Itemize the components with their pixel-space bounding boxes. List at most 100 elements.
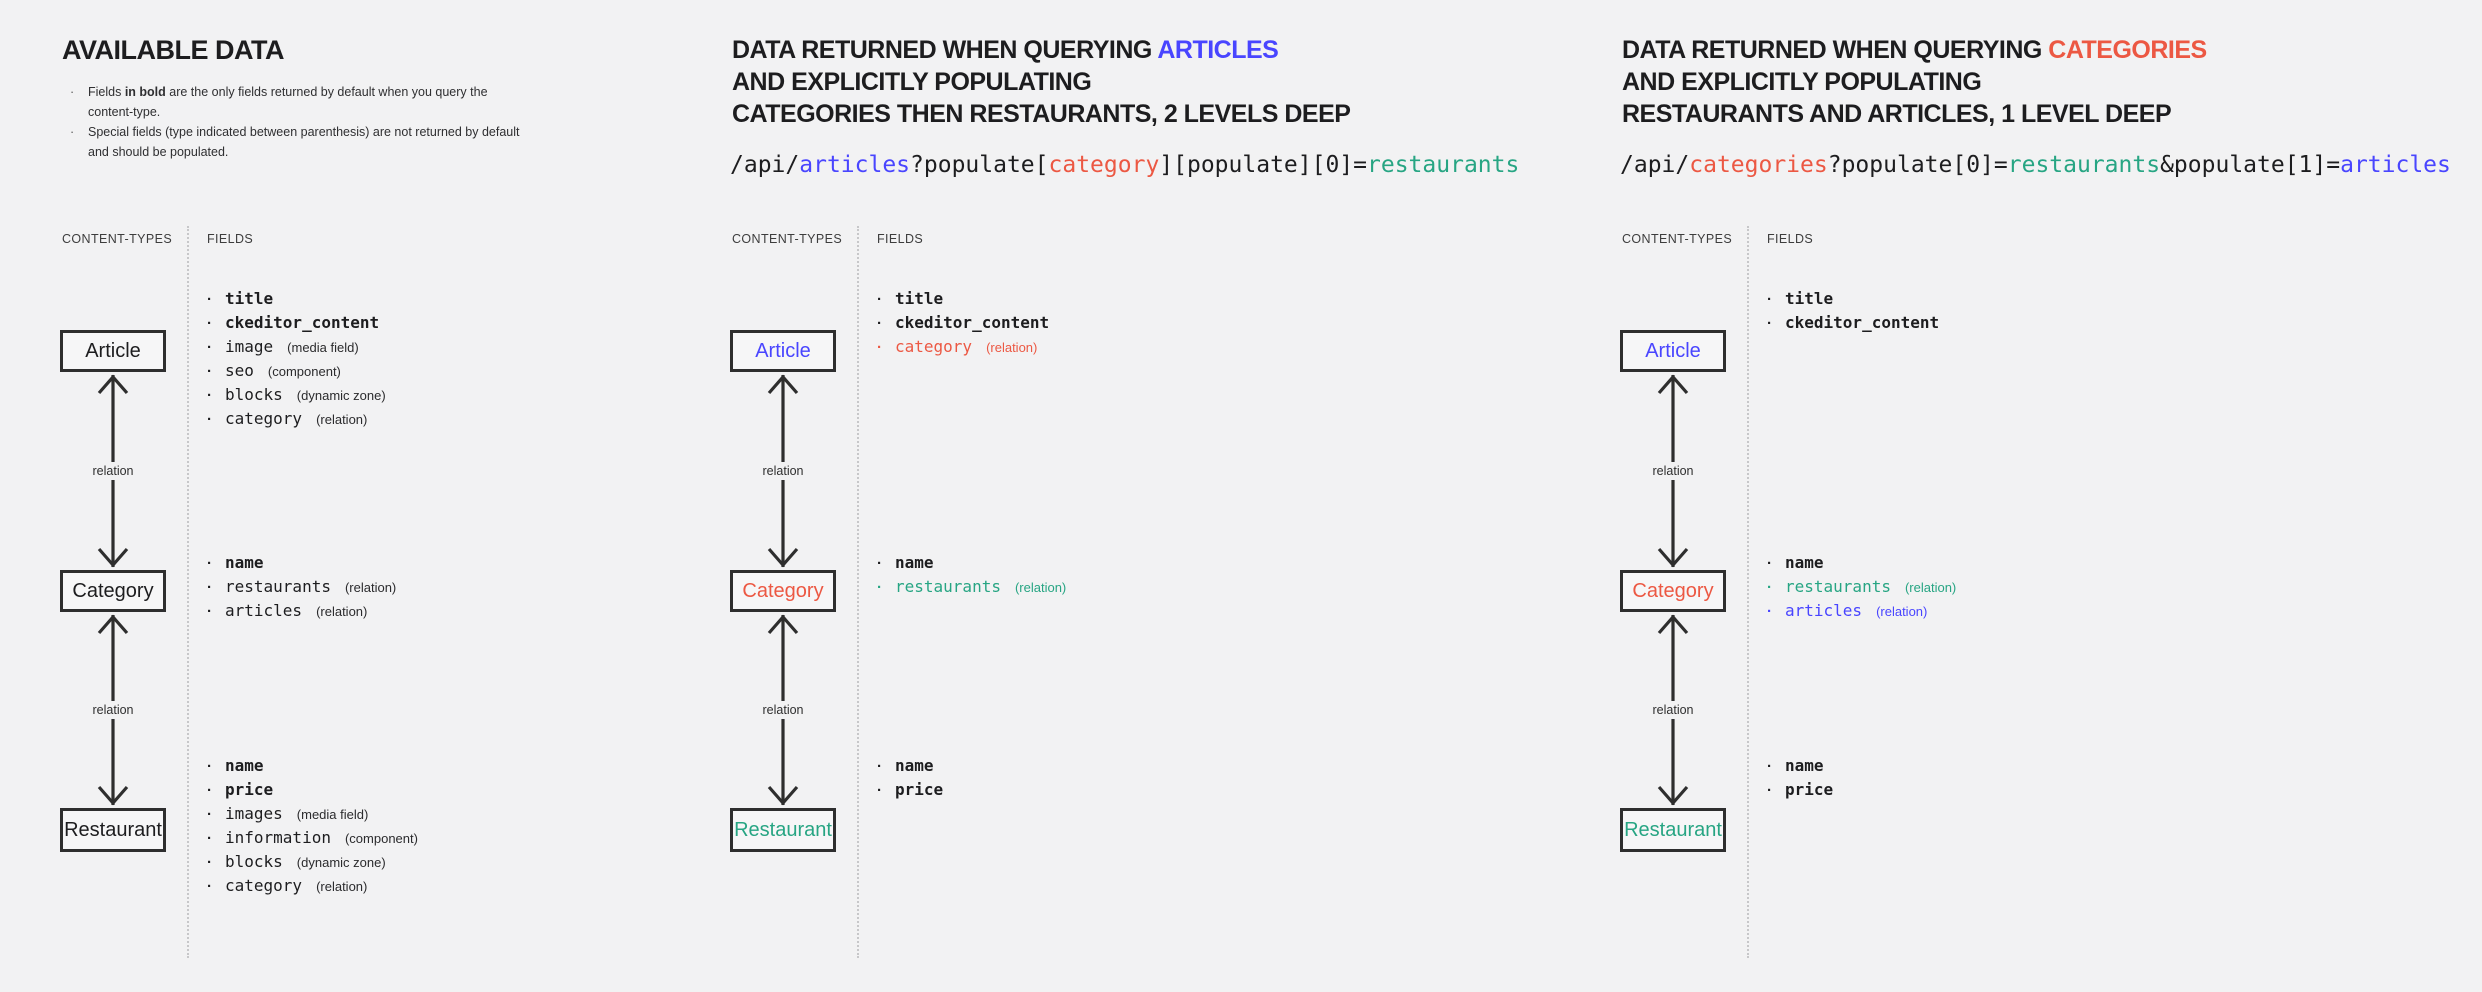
field-name: ckeditor_content [225,313,380,332]
bullet-dot: · [207,555,212,572]
api-path-segment: articles [799,152,911,178]
panel-title-line: AND EXPLICITLY POPULATING [1622,66,2207,98]
panel-title-line: AND EXPLICITLY POPULATING [732,66,1350,98]
bullet-dot: · [877,291,882,308]
api-path-segment: ?populate[0]= [1827,152,2008,178]
relation-label: relation [89,701,137,719]
field-name: ckeditor_content [1785,313,1940,332]
panel-available-data: AVAILABLE DATA·Fields in bold are the on… [60,0,708,992]
api-path-segment: /api/ [730,152,800,178]
field-name: images [225,804,283,823]
content-type-label: Restaurant [734,818,832,841]
field-name: information [225,828,331,847]
field-row: ·restaurants(relation) [875,577,1066,601]
field-row: · information (component) [205,828,418,852]
bullet-dot: · [877,782,882,799]
bullet-dot: · [207,315,212,332]
bullet-dot: · [877,315,882,332]
field-row: · name [875,553,1066,577]
note-segment: Special fields (type indicated between p… [88,125,520,159]
field-name: restaurants [1785,577,1891,596]
field-type: (relation) [316,412,368,427]
panel-title: AVAILABLE DATA [62,34,284,66]
bullet-dot: · [1767,579,1772,596]
fields-list-category: ·name·restaurants(relation)·articles(rel… [205,553,396,625]
api-path: /api/articles?populate[category][populat… [730,150,1519,180]
field-row: ·category(relation) [875,337,1049,361]
content-types-header: CONTENT-TYPES [732,232,843,246]
content-type-box-category: Category [1620,570,1726,612]
field-row: ·name [205,756,418,780]
field-row: ·blocks(dynamic zone) [205,385,386,409]
field-type: (relation) [316,879,368,894]
api-path-segment: articles [2340,152,2451,178]
bullet-dot: · [207,878,212,895]
field-name: name [895,553,934,572]
field-name: name [895,756,934,775]
field-name: image [225,337,274,356]
content-type-box-restaurant: Restaurant [730,808,836,852]
field-row: · price [875,780,943,804]
field-type: (component) [344,831,418,846]
bullet-dot: · [1767,555,1772,572]
content-type-label: Restaurant [1624,818,1722,841]
bullet-dot: · [877,555,882,572]
field-row: ·articles(relation) [205,601,396,625]
bullet-dot: · [207,339,212,356]
bullet-dot: · [207,782,212,799]
bullet-dot: · [207,411,212,428]
panel-title-segment: DATA RETURNED WHEN QUERYING [732,36,1158,64]
api-path-segment: restaurants [2007,152,2161,178]
field-name: price [895,780,944,799]
fields-header: FIELDS [1767,232,1814,246]
field-name: articles [1785,601,1863,620]
field-row: · title [875,289,1049,313]
fields-list-article: · title · ckeditor_content · image (media fiel… [205,289,386,433]
fields-header: FIELDS [207,232,254,246]
field-name: ckeditor_content [895,313,1050,332]
field-row: · ckeditor_content [205,313,386,337]
api-path-segment: ?populate[ [910,152,1049,178]
field-name: seo [225,361,254,380]
field-row: ·title [1765,289,1939,313]
field-row: · image (media field) [205,337,386,361]
field-name: category [225,876,303,895]
api-path-segment: restaurants [1367,152,1520,178]
bullet-dot: · [1767,315,1772,332]
content-types-header: CONTENT-TYPES [1622,232,1733,246]
content-type-box-restaurant: Restaurant [1620,808,1726,852]
panel-title-segment: AND EXPLICITLY POPULATING [732,68,1092,96]
relation-label: relation [89,462,137,480]
field-type: (media field) [287,340,359,355]
field-name: blocks [225,385,283,404]
field-row: ·price [1765,780,1833,804]
bullet-dot: · [207,830,212,847]
bullet-dot: · [207,291,212,308]
api-path-segment: &populate[1]= [2160,152,2341,178]
fields-list-article: ·title · ckeditor_content [1765,289,1939,337]
panel-title-line: RESTAURANTS AND ARTICLES, 1 LEVEL DEEP [1622,98,2207,130]
content-type-label: Category [72,579,154,602]
field-name: title [895,289,944,308]
field-name: title [225,289,274,308]
column-divider [187,226,189,958]
bullet-dot: · [207,758,212,775]
column-divider [857,226,859,958]
bullet-dot: · [207,387,212,404]
content-type-box-category: Category [60,570,166,612]
relation-label: relation [759,462,807,480]
content-type-box-article: Article [60,330,166,372]
field-name: price [1785,780,1834,799]
field-type: (dynamic zone) [296,855,386,870]
bullet-dot: · [207,854,212,871]
field-name: name [225,553,264,572]
field-row: · category (relation) [205,876,418,900]
api-path-segment: ][populate][0]= [1159,152,1368,178]
bullet-dot: · [70,85,75,99]
bullet-dot: · [877,579,882,596]
field-row: ·category(relation) [205,409,386,433]
